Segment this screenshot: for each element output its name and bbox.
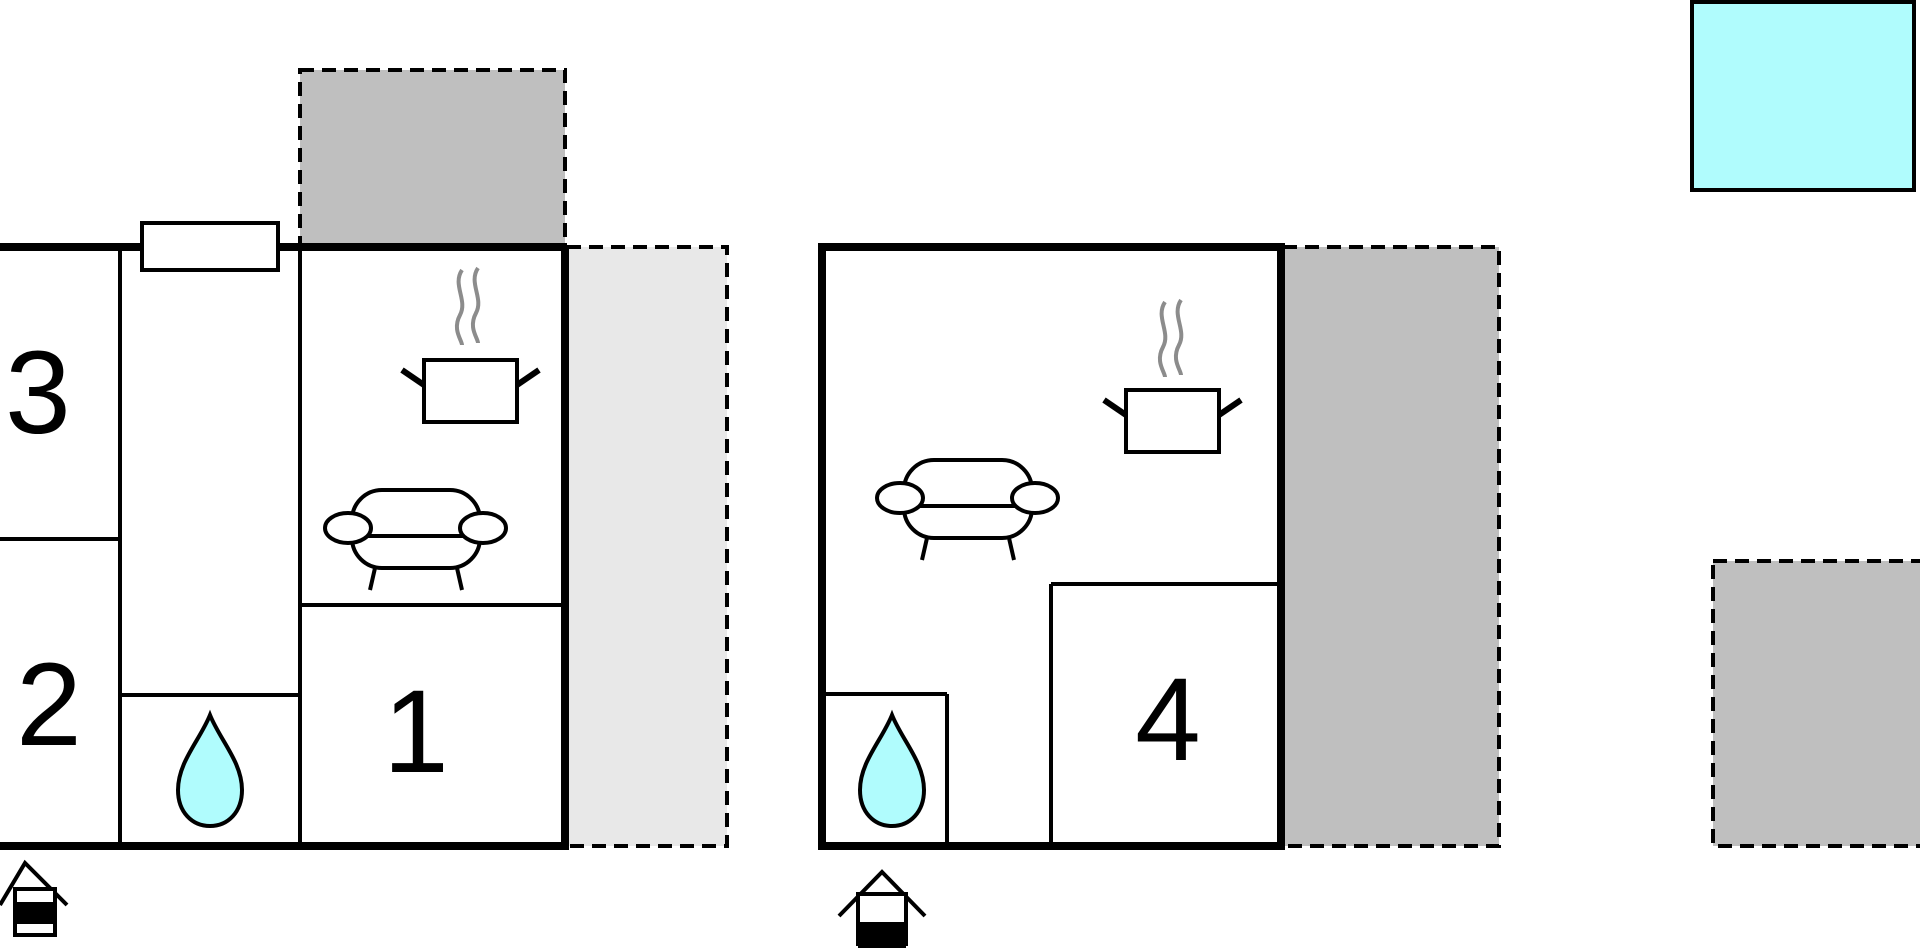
kitchen-pot-icon <box>400 266 541 424</box>
terrace-far-right <box>1711 559 1920 848</box>
sofa-icon <box>875 458 1060 561</box>
entrance-house-icon <box>0 859 69 937</box>
terrace-top-left <box>298 68 567 249</box>
right-unit: 4 <box>818 243 1285 948</box>
room-number-3: 3 <box>5 327 71 459</box>
bathroom-water-drop-icon <box>857 709 927 829</box>
entrance-house-icon <box>837 869 927 948</box>
left-unit: 3 2 1 <box>0 221 569 937</box>
terrace-side-right-unit <box>1281 245 1501 848</box>
room-number-2: 2 <box>16 639 82 771</box>
terrace-side-left-unit <box>565 245 729 848</box>
room-number-1: 1 <box>383 666 449 798</box>
outer-wall <box>818 243 1285 850</box>
room-number-4: 4 <box>1135 654 1201 786</box>
window-icon <box>140 221 280 272</box>
bathroom-water-drop-icon <box>175 709 245 829</box>
pool-icon <box>1690 0 1916 192</box>
sofa-icon <box>323 488 508 591</box>
kitchen-pot-icon <box>1102 298 1243 454</box>
